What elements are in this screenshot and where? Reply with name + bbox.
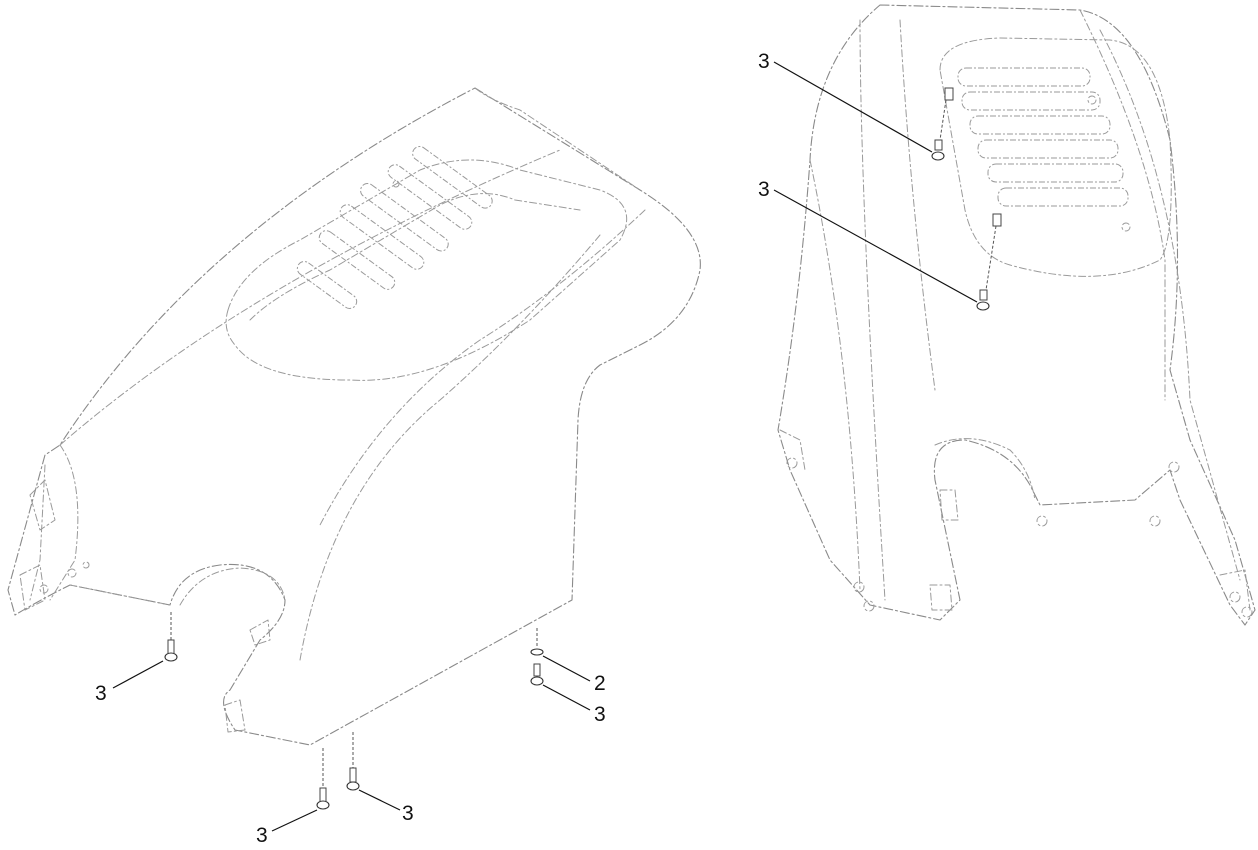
hood-right-view — [777, 4, 1256, 626]
bolt-left-right — [530, 663, 544, 686]
callout-left-right: 3 — [594, 703, 606, 726]
callout-left-washer: 2 — [594, 672, 606, 695]
leader-left-bottom-b — [358, 789, 401, 811]
callout-left-center: 3 — [95, 682, 107, 705]
callout-right-upper: 3 — [758, 50, 770, 73]
leader-right-upper — [773, 61, 933, 153]
leader-right-lower — [773, 189, 978, 303]
leader-left-center — [112, 660, 164, 689]
hood-left-view — [7, 87, 701, 746]
bolt-left-bottom-b — [346, 732, 360, 791]
bolt-right-lower — [976, 213, 1002, 311]
leader-left-right — [542, 684, 591, 711]
bolt-right-upper — [931, 87, 954, 161]
callout-right-lower: 3 — [758, 178, 770, 201]
leader-left-washer — [542, 655, 591, 682]
washer-left — [530, 628, 544, 656]
bolt-left-center — [164, 612, 178, 662]
leader-left-bottom-a — [271, 809, 318, 832]
callout-left-bottom-a: 3 — [256, 824, 268, 847]
callout-left-bottom-b: 3 — [402, 802, 414, 825]
bolt-left-bottom-a — [316, 748, 330, 810]
